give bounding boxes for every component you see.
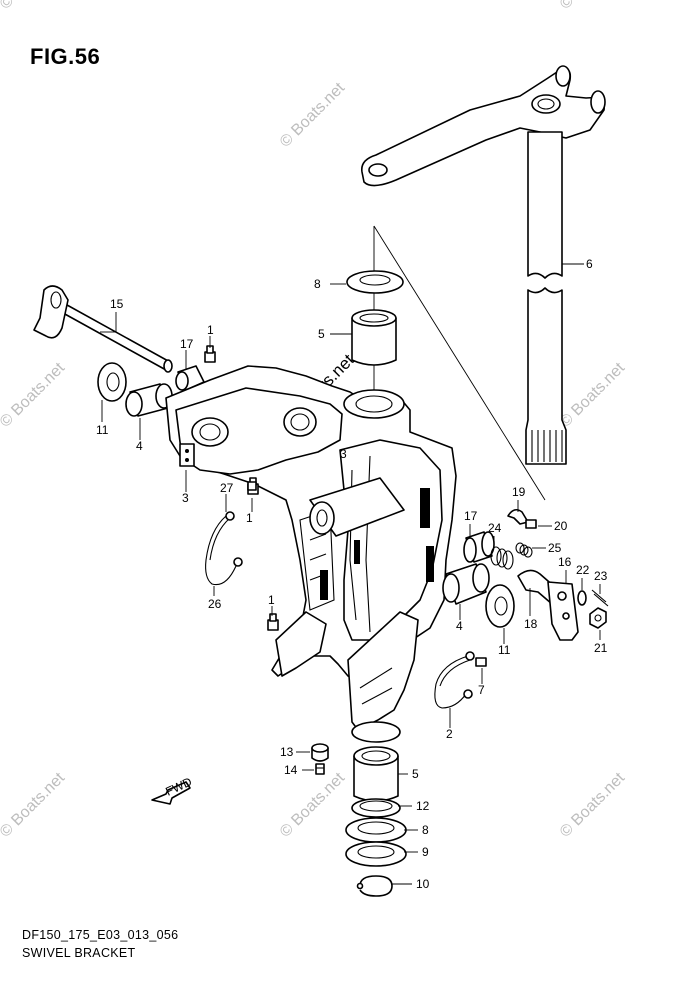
- leader-lines: [100, 263, 601, 885]
- grease-nipple-lower: [267, 613, 279, 631]
- callout-15: 15: [110, 297, 124, 311]
- bushing-small-upper: [175, 365, 205, 391]
- callout-1: 1: [207, 323, 214, 337]
- steering-shaft: [525, 131, 567, 465]
- callout-27: 27: [220, 481, 234, 495]
- cotter-pin-23: [591, 589, 609, 607]
- callout-16: 16: [558, 555, 572, 569]
- callout-2: 2: [446, 727, 453, 741]
- bolt-7: [475, 657, 487, 667]
- watermark: © Boats.net: [557, 359, 629, 431]
- ground-wire-26: [205, 511, 243, 586]
- tilt-tube: [33, 285, 173, 373]
- callout-22: 22: [576, 563, 590, 577]
- coil-spring-small: [515, 542, 533, 558]
- lower-bushing: [353, 746, 399, 802]
- watermark: © Boats.net: [277, 79, 349, 151]
- callout-11: 11: [96, 423, 109, 437]
- washer-right: [485, 584, 515, 628]
- figure-name: SWIVEL BRACKET: [22, 946, 136, 960]
- bolt-27: [247, 481, 257, 491]
- callout-25: 25: [548, 541, 562, 555]
- watermark: © Boats.net: [0, 0, 69, 13]
- tilt-lock-lever: [517, 569, 579, 641]
- callout-1: 1: [268, 593, 275, 607]
- circlip-10: [356, 875, 393, 897]
- washer-9: [345, 841, 407, 867]
- callout-26: 26: [208, 597, 222, 611]
- spring: [490, 546, 514, 570]
- callout-13: 13: [280, 745, 294, 759]
- figure-title: FIG.56: [30, 44, 101, 69]
- callout-17: 17: [180, 337, 194, 351]
- washer-left: [97, 362, 127, 402]
- steering-arm: [360, 65, 606, 187]
- callout-4: 4: [456, 619, 463, 633]
- washer-22: [577, 590, 587, 606]
- callout-10: 10: [416, 877, 430, 891]
- callout-5: 5: [412, 767, 419, 781]
- stopper-13: [311, 743, 329, 762]
- callout-20: 20: [554, 519, 568, 533]
- upper-washer: [346, 270, 404, 294]
- callout-7: 7: [478, 683, 485, 697]
- callout-12: 12: [416, 799, 430, 813]
- ring-12: [351, 798, 401, 818]
- callout-9: 9: [422, 845, 429, 859]
- callout-8: 8: [422, 823, 429, 837]
- center-sleeve: [309, 477, 405, 537]
- ground-wire-2: [434, 651, 475, 709]
- nut-21: [589, 607, 607, 629]
- callout-5: 5: [318, 327, 325, 341]
- watermark: © Boats.net: [0, 359, 69, 431]
- callout-numbers: 1 1 1 2 3 4 4 5 5 6 7 8 8 9 10 11 11 12 …: [96, 257, 608, 891]
- callout-8: 8: [314, 277, 321, 291]
- callout-24: 24: [488, 521, 502, 535]
- bushing-small-right: [463, 531, 495, 563]
- washer-8-lower: [345, 817, 407, 843]
- upper-bushing: [351, 309, 397, 366]
- watermark: © Boats.net: [0, 769, 69, 841]
- callout-6: 6: [586, 257, 593, 271]
- svg-text:3: 3: [340, 447, 347, 461]
- callout-14: 14: [284, 763, 298, 777]
- bushing-right: [442, 563, 490, 605]
- callout-11: 11: [498, 643, 511, 657]
- screw-14: [315, 763, 325, 775]
- callout-18: 18: [524, 617, 538, 631]
- bushing-left: [125, 383, 173, 417]
- bolt-20: [525, 519, 537, 529]
- grease-nipple-top: [204, 345, 216, 363]
- callout-17: 17: [464, 509, 478, 523]
- callout-3: 3: [182, 491, 189, 505]
- swivel-bracket-housing: 3: [165, 365, 457, 743]
- watermark: © Boats.net: [557, 0, 629, 13]
- callout-19: 19: [512, 485, 526, 499]
- callout-23: 23: [594, 569, 608, 583]
- watermark: © Boats.net: [557, 769, 629, 841]
- forward-arrow-icon: FWD: [151, 774, 194, 805]
- figure-code: DF150_175_E03_013_056: [22, 928, 179, 942]
- callout-21: 21: [594, 641, 608, 655]
- callout-4: 4: [136, 439, 143, 453]
- watermark: © Boats.net: [277, 769, 349, 841]
- callout-1: 1: [246, 511, 253, 525]
